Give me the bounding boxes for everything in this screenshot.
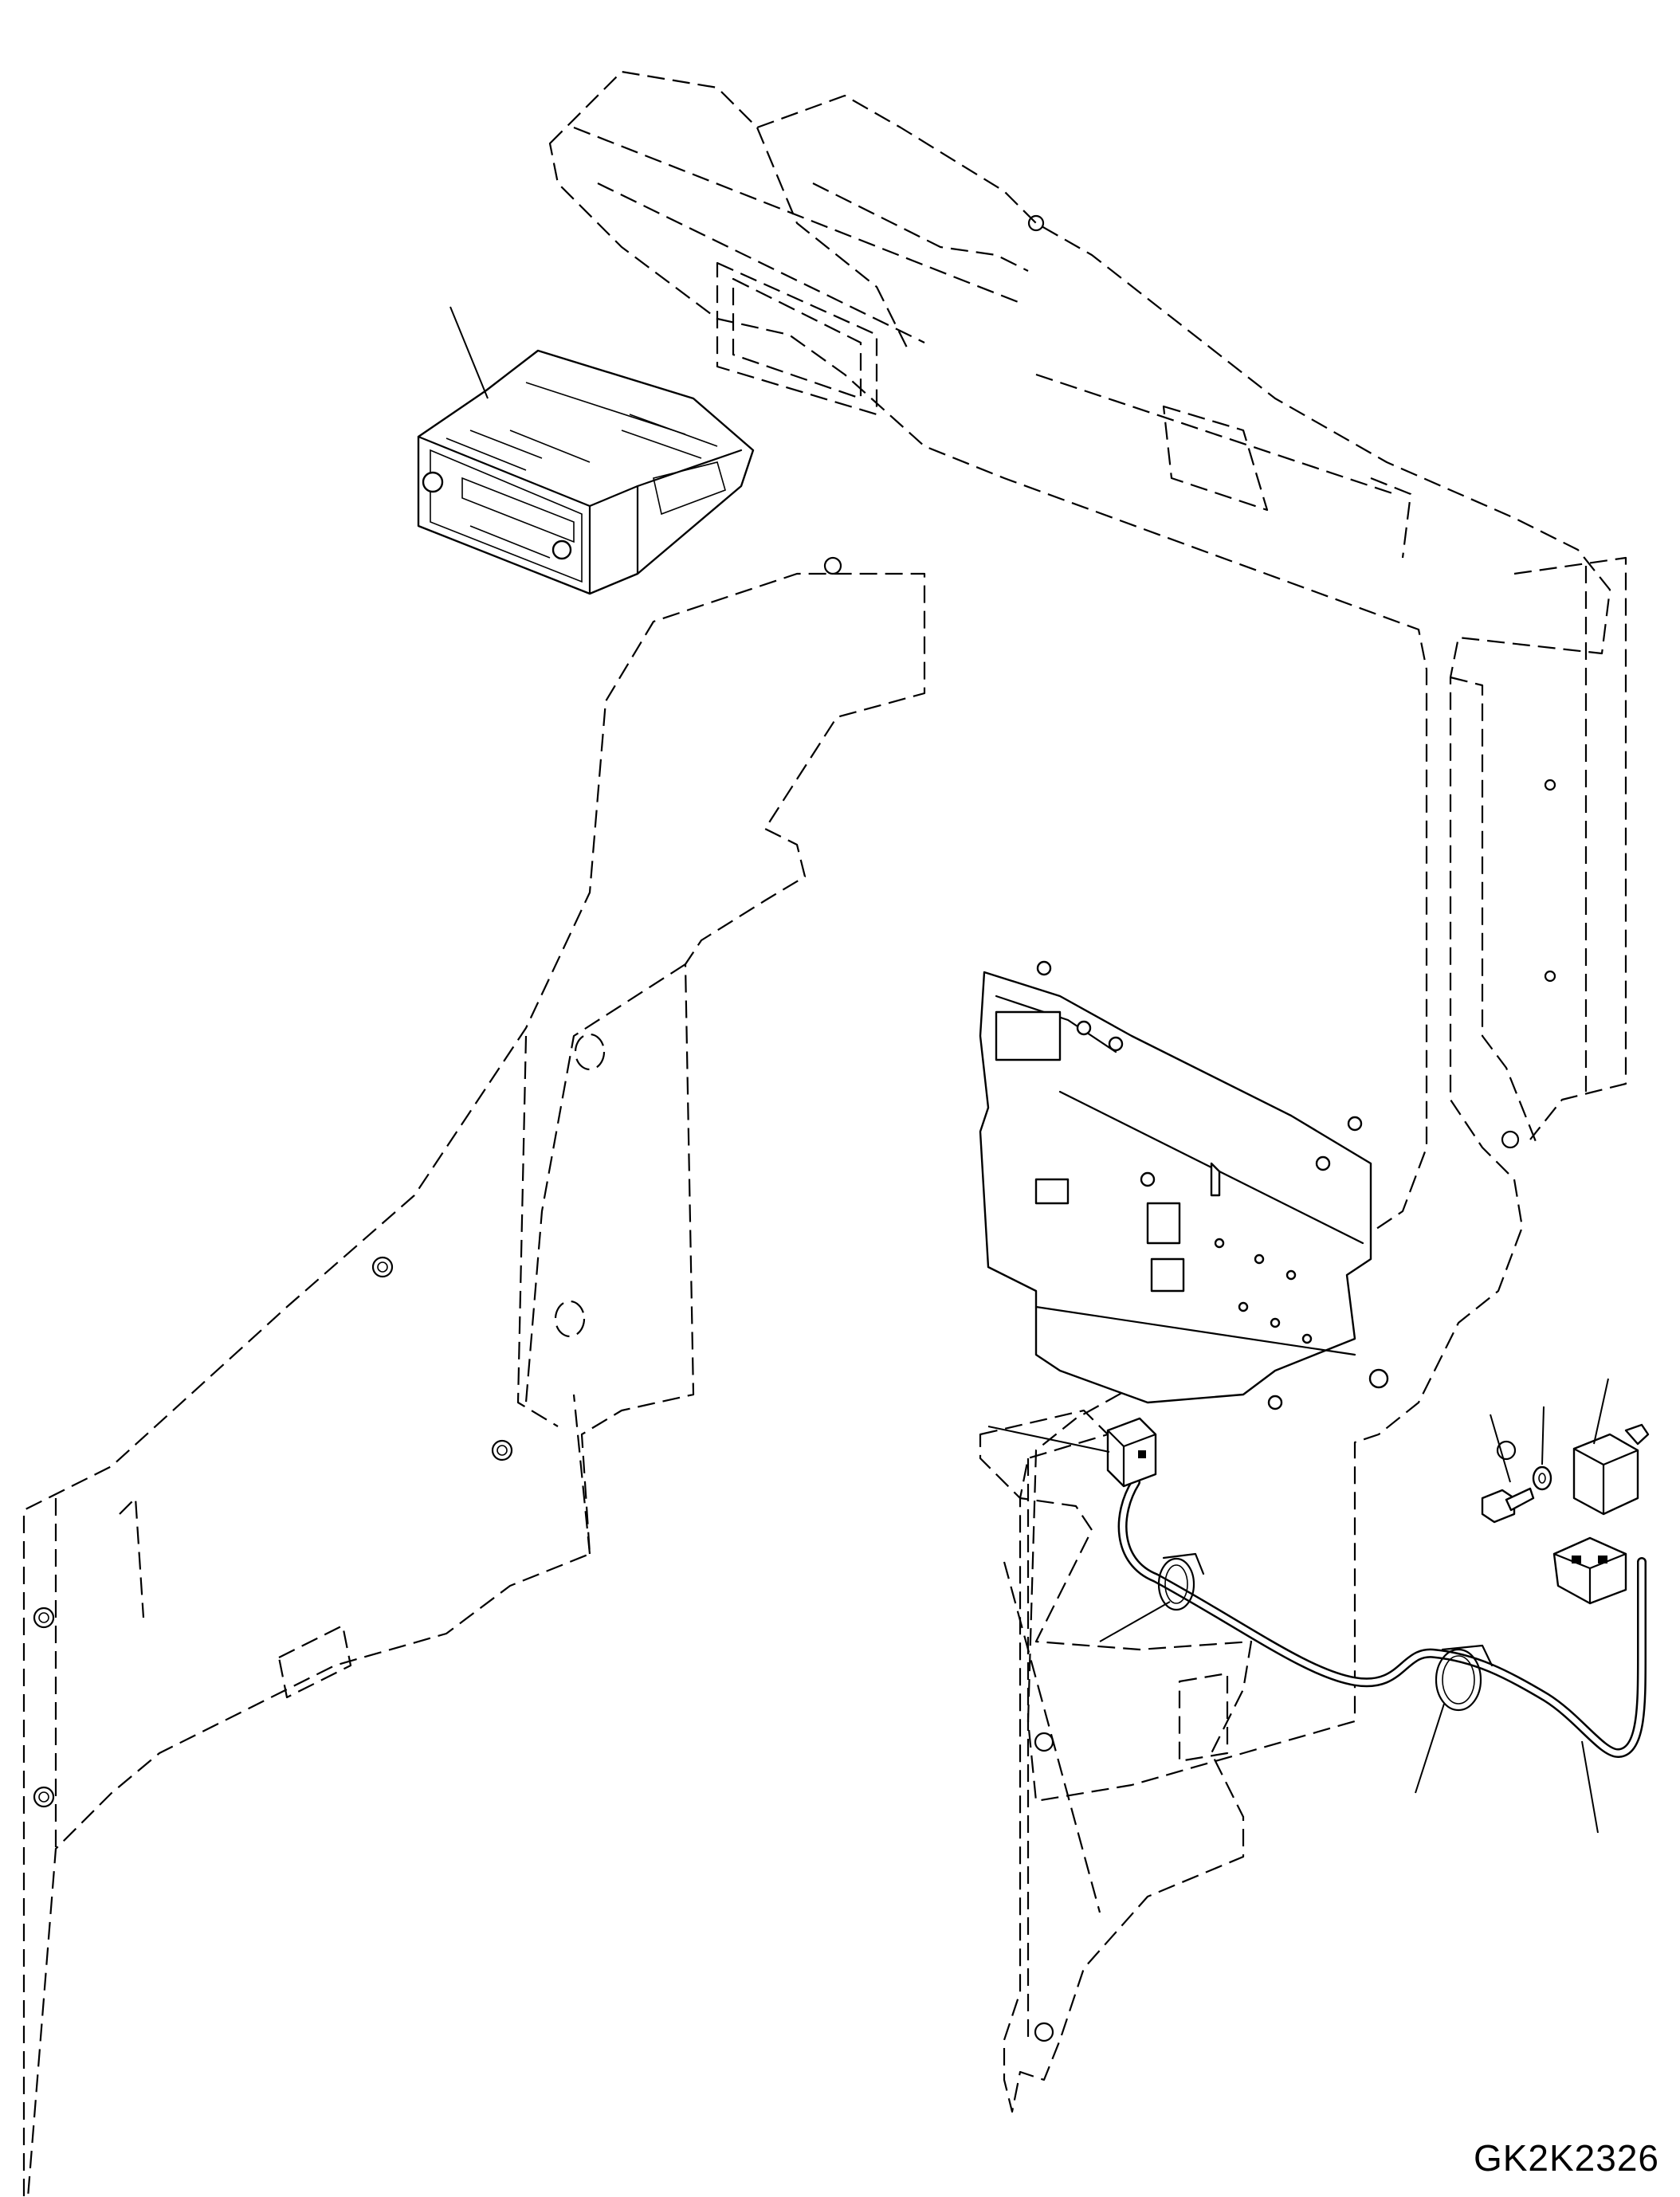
wire-clamp-upper <box>1157 1552 1205 1611</box>
lower-right-panel <box>979 1409 1517 2113</box>
relay-socket <box>1552 1536 1627 1605</box>
relay-mount-bracket <box>979 960 1389 1410</box>
radio-unit <box>417 349 755 595</box>
leader-harness <box>1581 1740 1599 1834</box>
bolt <box>1481 1487 1535 1524</box>
leader-radio <box>449 306 489 399</box>
leader-relay <box>1593 1378 1609 1445</box>
relay <box>1572 1423 1650 1516</box>
wire-clamp-lower <box>1435 1644 1494 1712</box>
leader-clamp-lower <box>1415 1703 1445 1794</box>
leader-connector <box>987 1426 1110 1453</box>
drawing-code-label: GK2K2326 <box>1473 2137 1659 2179</box>
wiring-harness <box>1117 1477 1647 1758</box>
connector <box>1106 1417 1157 1488</box>
washer <box>1532 1465 1552 1491</box>
leader-bolt <box>1490 1414 1511 1483</box>
leader-lines <box>449 306 1609 1834</box>
upper-cab-frame <box>548 70 1627 1803</box>
leader-clamp-upper <box>1099 1601 1171 1642</box>
left-side-panel <box>22 572 926 2197</box>
leader-washer <box>1541 1406 1545 1465</box>
